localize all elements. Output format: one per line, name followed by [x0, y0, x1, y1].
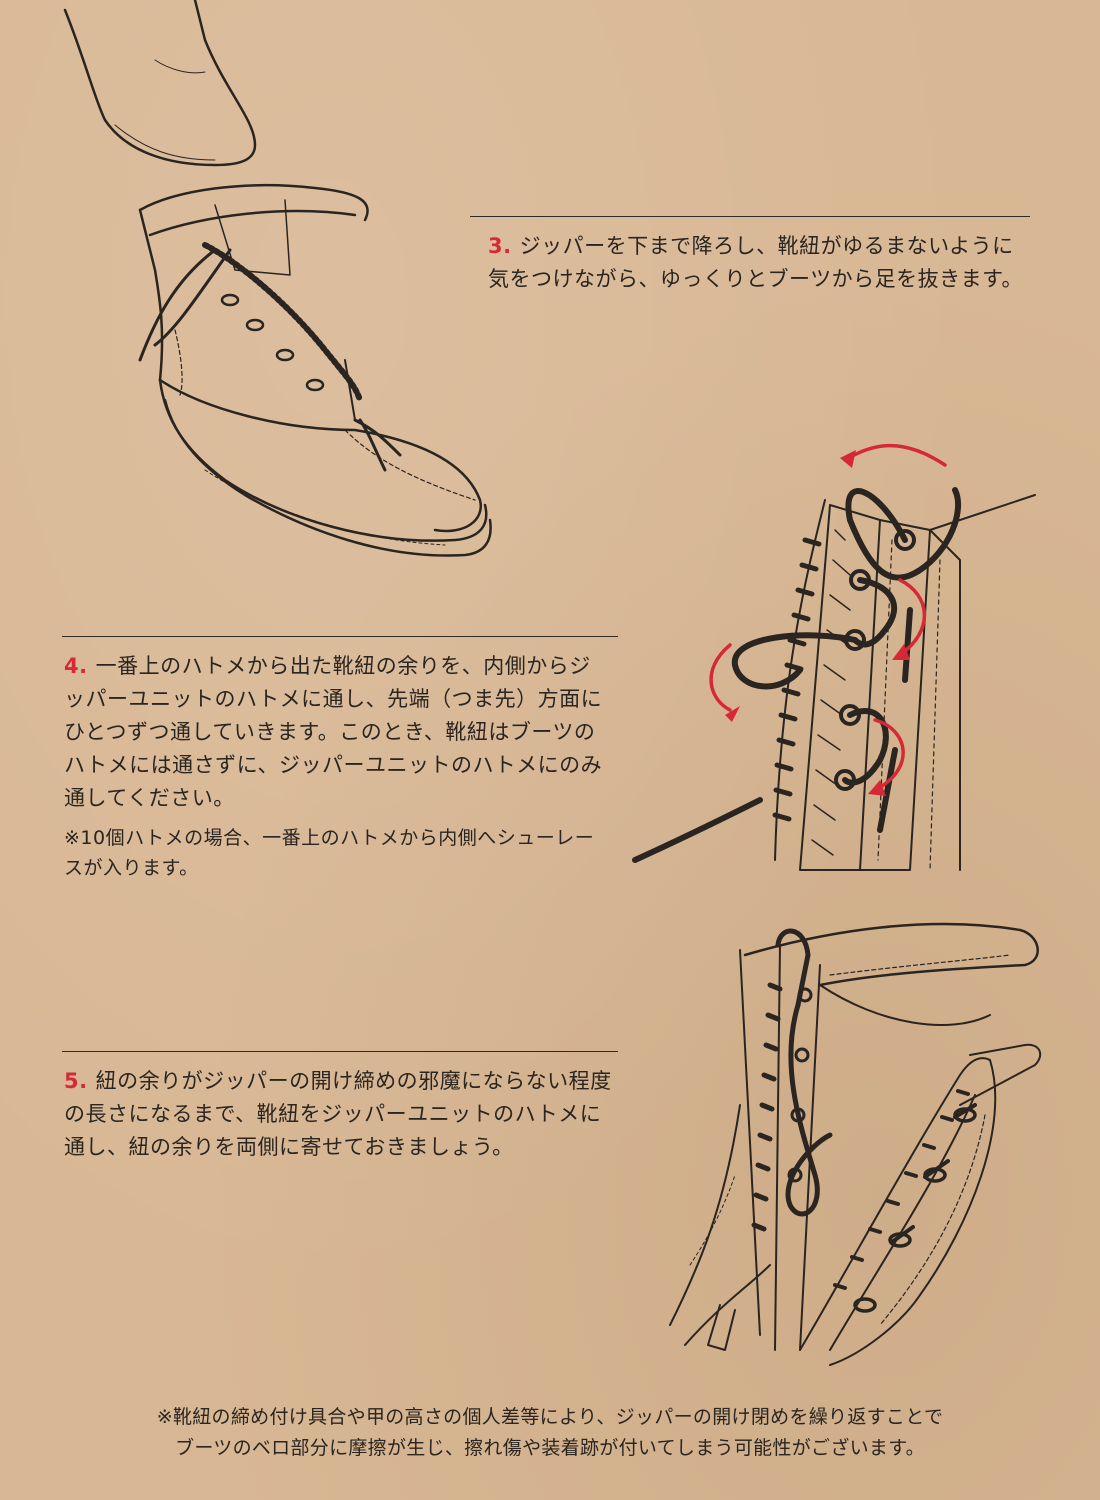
step3-block: 3.ジッパーを下まで降ろし、靴紐がゆるまないように気をつけながら、ゆっくりとブー… — [488, 230, 1033, 296]
step4-text: 一番上のハトメから出た靴紐の余りを、内側からジッパーユニットのハトメに通し、先端… — [64, 654, 603, 810]
step4-divider — [62, 636, 618, 637]
footnote: ※靴紐の締め付け具合や甲の高さの個人差等により、ジッパーの開け閉めを繰り返すこと… — [0, 1402, 1100, 1464]
step4-block: 4.一番上のハトメから出た靴紐の余りを、内側からジッパーユニットのハトメに通し、… — [64, 650, 612, 883]
step5-divider — [62, 1051, 618, 1052]
footnote-line-2: ブーツのベロ部分に摩擦が生じ、擦れ傷や装着跡が付いてしまう可能性がございます。 — [175, 1437, 925, 1459]
step5-number: 5. — [64, 1069, 88, 1093]
boot-removal-illustration — [55, 0, 505, 580]
step5-text: 紐の余りがジッパーの開け締めの邪魔にならない程度の長さになるまで、靴紐をジッパー… — [64, 1069, 612, 1159]
step3-text: ジッパーを下まで降ろし、靴紐がゆるまないように気をつけながら、ゆっくりとブーツか… — [488, 234, 1023, 291]
step4-number: 4. — [64, 654, 88, 678]
footnote-line-1: ※靴紐の締め付け具合や甲の高さの個人差等により、ジッパーの開け閉めを繰り返すこと… — [156, 1406, 944, 1428]
zipper-lacing-illustration — [630, 430, 1070, 875]
step4-note: ※10個ハトメの場合、一番上のハトメから内側へシューレースが入ります。 — [64, 827, 595, 879]
step3-divider — [470, 216, 1030, 217]
step3-number: 3. — [488, 234, 512, 258]
zipper-side-illustration — [630, 905, 1070, 1375]
step5-block: 5.紐の余りがジッパーの開け締めの邪魔にならない程度の長さになるまで、靴紐をジッ… — [64, 1065, 612, 1164]
